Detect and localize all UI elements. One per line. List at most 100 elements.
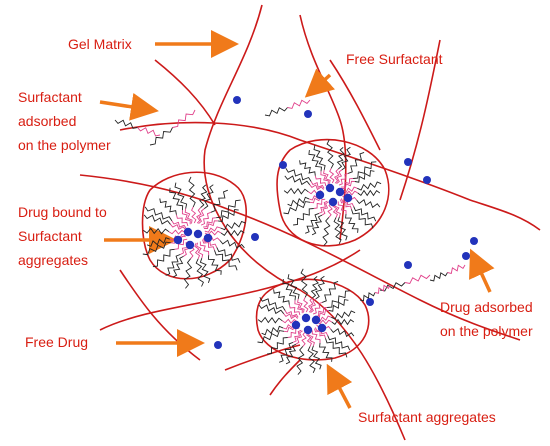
surfactant-tail [220, 220, 246, 231]
surfactant-head [447, 264, 466, 274]
surfactant-tail [308, 150, 323, 172]
surfactant-head [283, 313, 298, 320]
label-free-surfactant: Free Surfactant [346, 51, 443, 67]
surfactant-head [184, 208, 193, 224]
surfactant-head [342, 190, 359, 196]
bound-drug [315, 190, 325, 200]
annotation-arrows [99, 30, 495, 409]
gel-fiber [269, 359, 301, 396]
surfactant-head [181, 210, 191, 225]
free-drug-dot [404, 158, 412, 166]
label-line: Surfactant [18, 228, 82, 244]
surfactant-head [315, 307, 328, 317]
surfactant-head [321, 201, 329, 216]
surfactant-tail [300, 268, 308, 298]
label-line: on the polymer [18, 137, 111, 153]
surfactant-head [203, 217, 217, 228]
surfactant-tail [199, 184, 208, 208]
surfactant-tail [315, 275, 325, 300]
surfactant-tail [183, 258, 193, 289]
adsorbed-surfactant [264, 99, 311, 117]
surfactant-tail [219, 239, 245, 249]
adsorbed-surfactant [429, 264, 466, 282]
surfactant-head [342, 186, 358, 193]
surfactant-tail [165, 254, 181, 276]
surfactant-head [199, 241, 210, 256]
surfactant-head [288, 304, 301, 316]
surfactant-head [327, 202, 333, 218]
label-line: aggregates [18, 252, 89, 268]
label-drug-adsorbed: Drug adsorbed on the polymer [440, 295, 533, 343]
bound-drug [343, 193, 353, 203]
surfactant-tail [310, 276, 319, 299]
surfactant-head [341, 178, 354, 188]
label-line: on the polymer [440, 323, 533, 339]
bound-drug [185, 240, 195, 250]
surfactant-head [301, 331, 307, 347]
adsorbed-surfactant [379, 274, 431, 292]
bound-drug [325, 183, 335, 193]
surfactant-tail [336, 147, 345, 170]
label-line: Drug bound to [18, 204, 107, 220]
surfactant-aggregate [257, 268, 356, 375]
surfactant-tail [146, 237, 170, 247]
surfactant-head [340, 199, 352, 210]
surfactant-head [295, 330, 303, 345]
gel-fiber [329, 59, 381, 151]
bound-drug [317, 323, 327, 333]
surfactant-tail [273, 289, 290, 305]
bound-drug [303, 325, 313, 335]
gel-fiber [119, 121, 541, 231]
surfactant-head [334, 168, 340, 184]
surfactant-head [282, 318, 298, 324]
surfactant-tail [144, 206, 173, 222]
surfactant-tail [353, 161, 377, 179]
surfactant-tail [267, 337, 288, 355]
surfactant-tail [333, 217, 342, 244]
free-drug-dot [233, 96, 241, 104]
surfactant-tail [220, 229, 245, 237]
surfactant-head [323, 169, 331, 184]
surfactant-tail [257, 330, 285, 344]
arrow-surfactant-aggregates [326, 363, 353, 409]
surfactant-head [337, 201, 347, 214]
surfactant-head [310, 181, 325, 189]
surfactant-tail [307, 346, 316, 373]
free-drug-dot [404, 261, 412, 269]
bound-drug [183, 227, 193, 237]
surfactant-tail [326, 139, 334, 169]
surfactant-head [340, 198, 355, 207]
bound-drug [335, 187, 345, 197]
surfactant-tail [299, 160, 316, 176]
free-drug-dot [366, 298, 374, 306]
surfactant-head [309, 184, 324, 191]
surfactant-head [284, 310, 299, 318]
arrow-free-surfactant [304, 68, 335, 98]
free-drug-dot [470, 237, 478, 245]
surfactant-tail [218, 208, 239, 223]
bound-drug [173, 235, 183, 245]
surfactant-tail [285, 167, 312, 182]
free-drug-dot [251, 233, 259, 241]
surfactant-tail [357, 189, 381, 197]
arrow-surfactant-adsorbed [99, 92, 159, 121]
gel-fiber [79, 174, 521, 341]
surfactant-head [137, 127, 161, 137]
surfactant-head [313, 198, 326, 209]
surfactant-tail [264, 107, 288, 117]
surfactant-tail [258, 304, 285, 315]
surfactant-tail [354, 170, 375, 183]
adsorbed-surfactant [114, 119, 161, 137]
surfactant-head [168, 229, 186, 235]
surfactant-head [200, 211, 212, 226]
surfactant-head [194, 242, 201, 260]
surfactant-head [287, 99, 311, 109]
surfactant-tail [257, 316, 283, 324]
surfactant-head [308, 331, 315, 347]
surfactant-tail [311, 214, 323, 236]
bound-drug [203, 233, 213, 243]
surfactant-head [310, 298, 317, 313]
free-drug-dot [279, 161, 287, 169]
surfactant-head [320, 171, 329, 185]
